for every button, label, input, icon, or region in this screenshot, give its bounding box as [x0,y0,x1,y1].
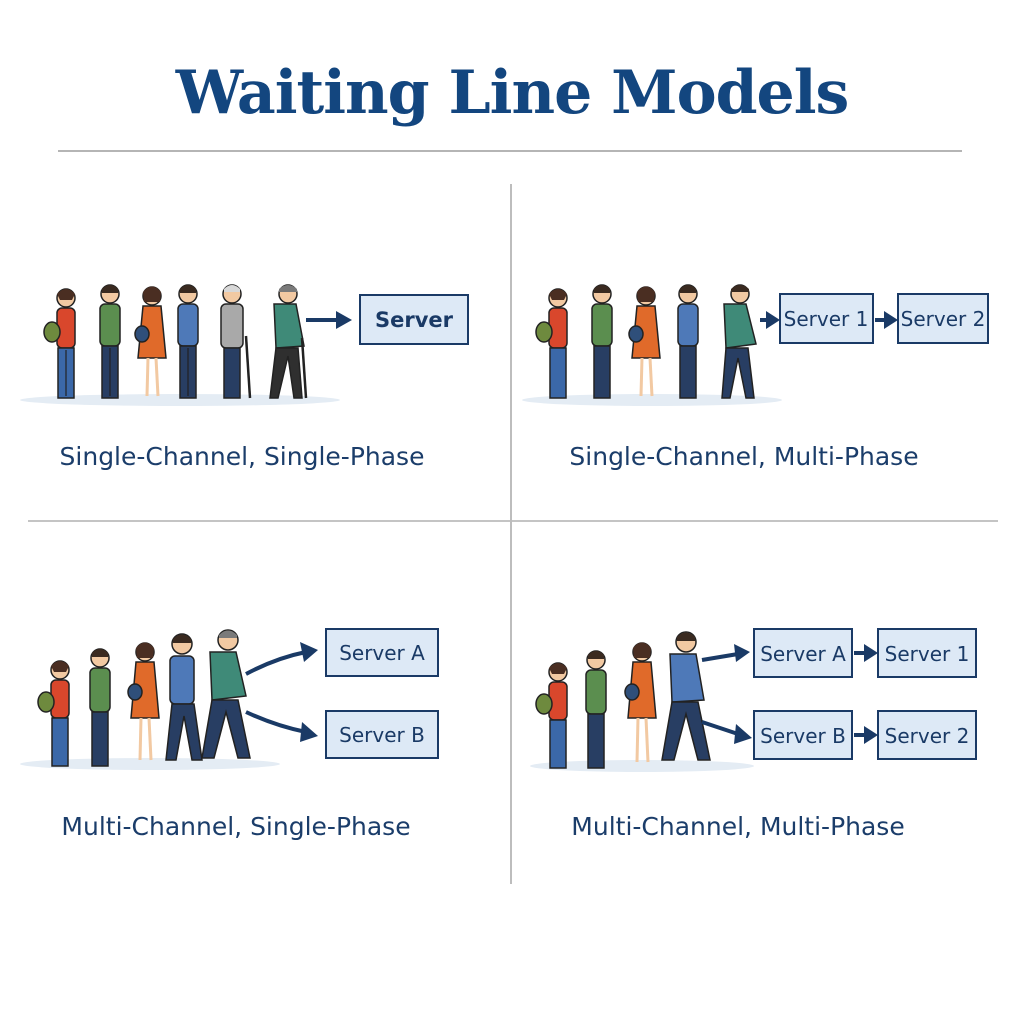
customer-3 [628,286,661,397]
customer-5 [721,284,757,399]
server-label: Server A [339,641,425,665]
customer-5 [201,629,251,759]
ground-shadow [20,758,280,770]
ground-shadow [522,394,782,406]
title-divider [58,150,962,152]
arrowhead [300,722,318,742]
customer-1 [535,288,568,399]
arrowhead [300,642,318,662]
arrowhead [766,311,780,329]
page-title: Waiting Line Models [175,58,850,128]
customer-4 [661,631,711,761]
server-label: Server 2 [885,724,970,748]
server-a-box: Server A [753,628,853,678]
arrow-to-server-b [245,710,307,734]
ground-shadow [530,760,754,772]
server-label: Server B [339,723,425,747]
panel-caption: Multi-Channel, Multi-Phase [571,812,905,841]
ground-shadow [20,394,340,406]
arrow-to-server-a [245,650,307,676]
panel-caption: Single-Channel, Single-Phase [59,442,425,471]
server-label: Server 1 [885,642,970,666]
queue-diagram: Server 1 Server 2 [522,284,989,406]
panel-single-channel-multi-phase: Server 1 Server 2 Single-Channel, Multi-… [512,180,1024,520]
arrowhead [864,644,878,662]
server-b-box: Server B [325,710,439,759]
server-label: Server 2 [901,307,986,331]
queue-diagram: Server A Server 1 Server B Server 2 [530,628,977,772]
server-1-box: Server 1 [779,293,874,344]
customer-1 [37,660,70,767]
server-2-box: Server 2 [877,710,977,760]
customer-5 [220,284,252,399]
customer-4 [165,633,203,761]
horizontal-divider [28,520,998,522]
arrow-to-server-a [701,652,739,662]
arrowhead [884,311,898,329]
customer-4 [177,284,199,399]
panel-caption: Multi-Channel, Single-Phase [61,812,411,841]
vertical-divider [510,184,512,884]
customer-2 [591,284,613,399]
customer-3 [624,642,657,763]
server-label: Server 1 [784,307,869,331]
server-1-box: Server 1 [877,628,977,678]
customer-4 [677,284,699,399]
server-label: Server [375,308,454,332]
queue-diagram: Server A Server B [20,628,439,770]
arrowhead [864,726,878,744]
customer-6 [269,284,308,399]
panel-caption: Single-Channel, Multi-Phase [569,442,919,471]
arrow-to-server-b [701,720,739,736]
server-b-box: Server B [753,710,853,760]
server-box: Server [359,294,469,345]
customer-2 [89,648,111,767]
queue-diagram: Server [20,284,469,406]
panel-single-channel-single-phase: Server Single-Channel, Single-Phase [0,180,512,520]
panel-multi-channel-single-phase: Server A Server B Multi-Channel, Single-… [0,540,512,880]
arrowhead [734,724,752,744]
server-label: Server A [760,642,846,666]
customer-2 [585,650,607,769]
server-2-box: Server 2 [897,293,989,344]
panel-multi-channel-multi-phase: Server A Server 1 Server B Server 2 Mult… [512,540,1024,880]
customer-2 [99,284,121,399]
server-a-box: Server A [325,628,439,677]
customer-1 [535,662,568,769]
customer-3 [127,642,160,761]
server-label: Server B [760,724,846,748]
customer-1 [43,288,76,399]
arrowhead [336,311,352,329]
customer-3 [134,286,167,397]
arrowhead [734,644,750,662]
